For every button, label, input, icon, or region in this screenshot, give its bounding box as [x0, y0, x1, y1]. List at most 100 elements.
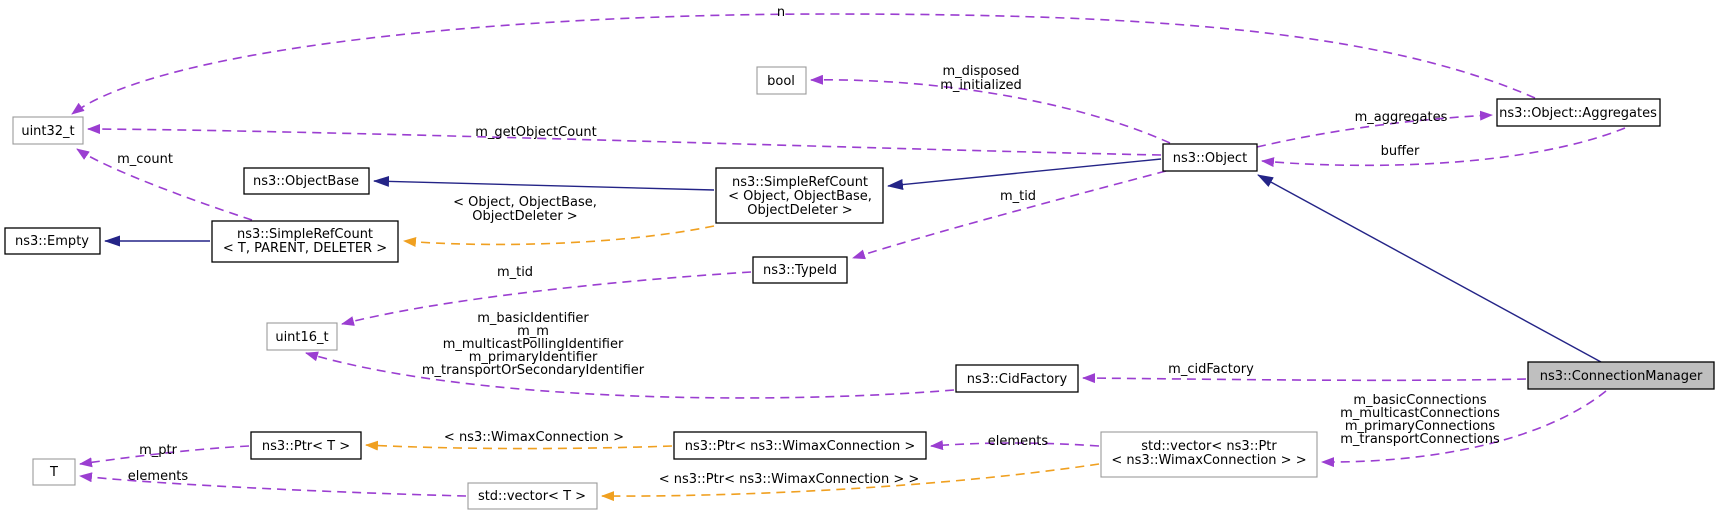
edge-label-m-disposed: m_disposed — [942, 64, 1019, 79]
edge-label-m-multicastpollingidentifier: m_multicastPollingIdentifier — [443, 337, 624, 352]
node-t-label: T — [49, 465, 58, 480]
node-connectionmanager-box — [1527, 361, 1715, 390]
edge-m-tid-object-to-typeid — [852, 170, 1167, 260]
node-simplerefcount-object[interactable]: ns3::SimpleRefCount < Object, ObjectBase… — [715, 167, 884, 224]
node-uint32-t[interactable]: uint32_t — [12, 116, 84, 145]
edge-label-m-getobjectcount: m_getObjectCount — [475, 125, 596, 140]
node-connectionmanager-label: ns3::ConnectionManager — [1540, 369, 1703, 384]
edge-m-count-simplerefcount-to-uint32 — [76, 148, 253, 221]
node-objectbase[interactable]: ns3::ObjectBase — [243, 167, 370, 195]
edge-inherit-simplerefobject-to-objectbase — [373, 175, 715, 191]
node-objectbase-label: ns3::ObjectBase — [253, 174, 359, 189]
edge-inherit-connectionmanager-to-object — [1257, 174, 1602, 363]
node-simplerefcount-t-line1: ns3::SimpleRefCount — [237, 227, 373, 242]
node-ptr-wimaxconnection-label: ns3::Ptr< ns3::WimaxConnection > — [685, 439, 915, 454]
edge-label-elements-left: elements — [128, 469, 189, 484]
node-typeid-label: ns3::TypeId — [763, 263, 837, 278]
edge-m-disposed-object-to-bool — [810, 74, 1171, 144]
node-object-aggregates-box — [1496, 98, 1661, 127]
edge-elements-vectort-to-t — [79, 472, 467, 497]
edge-label-elements-right: elements — [988, 434, 1049, 449]
node-connectionmanager[interactable]: ns3::ConnectionManager — [1527, 361, 1715, 390]
node-bool-box — [756, 66, 807, 95]
edge-n-aggregates-to-uint32 — [71, 13, 1536, 115]
edge-label-template-simpleref-2: ObjectDeleter > — [472, 209, 577, 224]
node-typeid-box — [752, 256, 848, 284]
edge-label-m-tid-object: m_tid — [1000, 189, 1036, 204]
node-empty[interactable]: ns3::Empty — [4, 227, 101, 255]
node-vector-t[interactable]: std::vector< T > — [467, 482, 598, 510]
node-ptr-wimaxconnection-box — [673, 431, 927, 460]
node-ptr-wimaxconnection[interactable]: ns3::Ptr< ns3::WimaxConnection > — [673, 431, 927, 460]
edge-label-m-cidfactory: m_cidFactory — [1168, 362, 1254, 377]
node-cidfactory-label: ns3::CidFactory — [967, 372, 1068, 387]
node-simplerefcount-t[interactable]: ns3::SimpleRefCount < T, PARENT, DELETER… — [211, 220, 399, 263]
node-ptr-t-box — [250, 431, 362, 460]
edge-template-vectorptrwimax-to-vectort — [601, 463, 1100, 502]
node-simplerefcount-t-box — [211, 220, 399, 263]
node-simplerefcount-object-line3: ObjectDeleter > — [747, 203, 852, 218]
edge-identifiers-cidfactory-to-uint16 — [305, 351, 955, 399]
node-cidfactory[interactable]: ns3::CidFactory — [955, 364, 1079, 393]
edge-label-m-transportorsecondaryidentifier: m_transportOrSecondaryIdentifier — [422, 363, 645, 378]
node-vector-ptr-wimaxconnection-line2: < ns3::WimaxConnection > > — [1111, 453, 1306, 468]
edge-label-n: n — [777, 5, 785, 20]
edge-label-m-primaryconnections: m_primaryConnections — [1345, 419, 1496, 434]
edge-buffer-aggregates-to-object — [1261, 127, 1626, 168]
edge-label-template-vector: < ns3::Ptr< ns3::WimaxConnection > > — [659, 472, 920, 487]
edge-label-m-aggregates: m_aggregates — [1355, 110, 1448, 125]
edge-template-ptrwimax-to-ptrt — [365, 440, 673, 451]
edge-connections-connectionmanager-to-vector — [1321, 390, 1607, 468]
node-uint16-t[interactable]: uint16_t — [266, 322, 338, 351]
node-typeid[interactable]: ns3::TypeId — [752, 256, 848, 284]
node-t[interactable]: T — [32, 458, 76, 486]
node-objectbase-box — [243, 167, 370, 195]
edge-m-cidfactory-connectionmanager-to-cidfactory — [1082, 373, 1527, 384]
node-uint32-t-label: uint32_t — [21, 124, 74, 139]
node-ptr-t[interactable]: ns3::Ptr< T > — [250, 431, 362, 460]
edge-label-m-multicastconnections: m_multicastConnections — [1340, 406, 1500, 421]
edge-label-m-basicidentifier: m_basicIdentifier — [477, 311, 589, 326]
node-empty-label: ns3::Empty — [15, 234, 89, 249]
node-uint32-t-box — [12, 116, 84, 145]
node-simplerefcount-object-box — [715, 167, 884, 224]
node-cidfactory-box — [955, 364, 1079, 393]
node-object-label: ns3::Object — [1173, 151, 1247, 166]
node-t-box — [32, 458, 76, 486]
node-bool-label: bool — [767, 74, 795, 89]
node-simplerefcount-object-line1: ns3::SimpleRefCount — [732, 175, 868, 190]
node-empty-box — [4, 227, 101, 255]
edge-template-simplerefobject-to-simplereft — [403, 225, 715, 247]
edge-label-m-transportconnections: m_transportConnections — [1340, 432, 1500, 447]
edge-m-tid-typeid-to-uint16 — [341, 271, 752, 326]
edge-label-m-count: m_count — [117, 152, 173, 167]
edge-label-m-basicconnections: m_basicConnections — [1353, 393, 1486, 408]
node-uint16-t-label: uint16_t — [275, 330, 328, 345]
node-vector-ptr-wimaxconnection[interactable]: std::vector< ns3::Ptr < ns3::WimaxConnec… — [1100, 431, 1318, 478]
edge-label-m-ptr: m_ptr — [139, 443, 178, 458]
edge-label-template-simpleref-1: < Object, ObjectBase, — [453, 195, 597, 210]
edge-elements-vector-to-ptrwimax — [930, 440, 1100, 451]
edge-m-aggregates-object-to-aggregates — [1256, 110, 1493, 148]
edge-label-m-m: m_m — [517, 324, 549, 339]
edge-label-buffer: buffer — [1381, 144, 1420, 159]
node-bool[interactable]: bool — [756, 66, 807, 95]
node-simplerefcount-object-line2: < Object, ObjectBase, — [728, 189, 872, 204]
edge-label-m-tid-typeid: m_tid — [497, 265, 533, 280]
node-uint16-t-box — [266, 322, 338, 351]
node-vector-t-label: std::vector< T > — [478, 489, 586, 504]
node-object-aggregates-label: ns3::Object::Aggregates — [1499, 106, 1657, 121]
node-simplerefcount-t-line2: < T, PARENT, DELETER > — [223, 241, 387, 256]
edge-label-template-ptr: < ns3::WimaxConnection > — [444, 430, 624, 445]
node-vector-ptr-wimaxconnection-line1: std::vector< ns3::Ptr — [1141, 439, 1277, 454]
edge-m-ptr-ptrt-to-t — [79, 445, 250, 468]
node-object[interactable]: ns3::Object — [1162, 143, 1258, 172]
node-ptr-t-label: ns3::Ptr< T > — [262, 439, 350, 454]
edge-inherit-object-to-simplerefobject — [887, 158, 1162, 190]
node-object-aggregates[interactable]: ns3::Object::Aggregates — [1496, 98, 1661, 127]
edge-label-m-primaryidentifier: m_primaryIdentifier — [469, 350, 598, 365]
node-vector-t-box — [467, 482, 598, 510]
node-object-box — [1162, 143, 1258, 172]
